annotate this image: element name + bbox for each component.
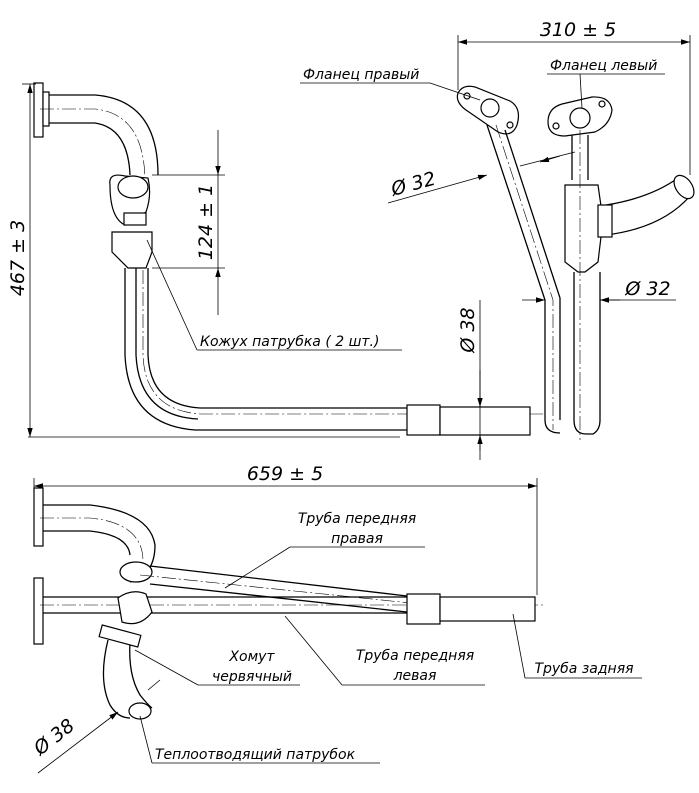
flange-left-label: Фланец левый [550,58,657,74]
pipe-front-right-callout: Труба передняя правая [224,511,425,589]
dim-dia38-diagonal-label: Ø 38 [29,715,79,761]
dim-124: 124 ± 1 [152,130,225,315]
sleeve-label: Кожух патрубка ( 2 шт.) [200,334,379,350]
flange-right-hole [480,98,500,118]
dim-dia38-vertical-label: Ø 38 [457,307,479,353]
rear-pipe-bottom [439,596,536,622]
clamp-right-view [597,204,613,238]
pipe-front-right-label-1: Труба передняя [298,511,416,527]
heat-pipe-outlet [128,702,152,720]
sleeve-lower [111,231,153,269]
flange-plate [33,82,44,138]
pipe-front-left-label-1: Труба передняя [356,648,474,664]
rear-pipe-top [439,406,531,436]
clamp-label-2: червячный [212,669,292,685]
pipe-rear-callout: Труба задняя [512,613,642,679]
flange-left-callout: Фланец левый [547,58,665,109]
dim-dia32-lower-label: Ø 32 [624,278,670,300]
flange-left-hole [569,107,591,129]
top-right-view [456,85,695,440]
heat-pipe-end [673,174,695,200]
coupling-top [406,404,441,436]
bottom-view: 659 ± 5 [33,463,545,720]
dim-dia32-upper: Ø 32 [388,151,576,204]
dim-659-label: 659 ± 5 [247,463,323,485]
flange-bottom-upper [33,487,44,547]
coupling-bottom [406,593,441,625]
flange-right-callout: Фланец правый [300,67,481,101]
sleeve-opening [117,175,149,199]
dim-467: 467 ± 3 [7,83,400,438]
heat-pipe-callout: Теплоотводящий патрубок [139,715,380,764]
clamp-callout: Хомут червячный [134,649,300,686]
heat-pipe-label: Теплоотводящий патрубок [155,747,356,763]
top-left-view [33,82,545,436]
pipe-front-left-callout: Труба передняя левая [284,615,485,686]
pipe-rear-label: Труба задняя [534,661,633,677]
dim-dia38-vertical: Ø 38 [457,300,483,460]
dim-310: 310 ± 5 [457,19,691,175]
pipe-front-left-label-2: левая [393,668,437,684]
sleeve-callout: Кожух патрубка ( 2 шт.) [146,239,402,351]
worm-clamp [98,624,142,648]
clamp-label-1: Хомут [228,649,275,665]
clamp-small [123,212,147,226]
dim-dia32-lower: Ø 32 [522,278,676,303]
pipe-front-right-label-2: правая [331,531,383,547]
dim-124-label: 124 ± 1 [195,184,217,260]
sleeve-bottom-upper [119,561,153,583]
sleeve-bottom-lower [117,591,153,625]
flange-bottom-lower [33,577,44,645]
dim-310-label: 310 ± 5 [540,19,616,41]
dim-467-label: 467 ± 3 [7,220,29,296]
flange-right-label: Фланец правый [303,67,419,83]
sleeve-right-view [564,184,604,273]
dim-dia38-diagonal: Ø 38 [29,679,161,774]
